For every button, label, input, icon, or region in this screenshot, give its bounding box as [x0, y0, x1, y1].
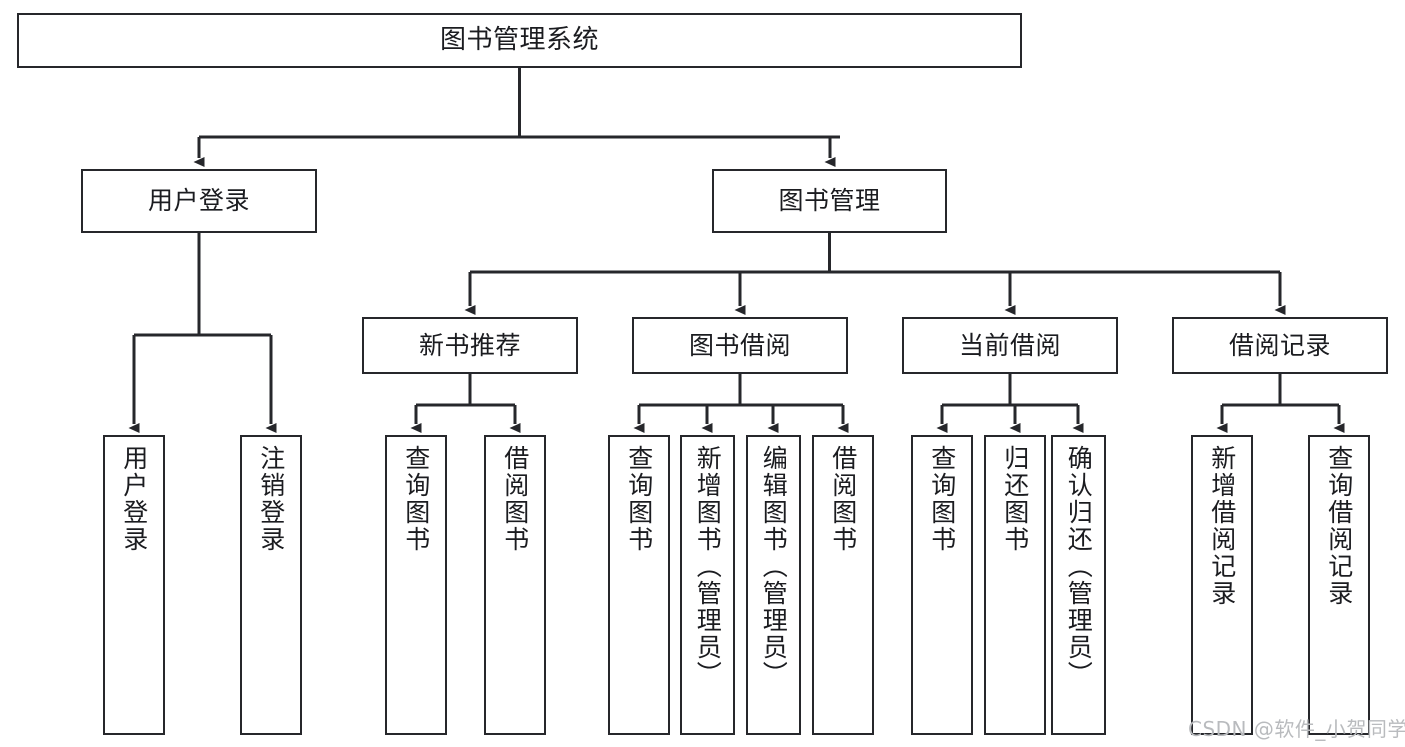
leaf-confirm-return-label: 确认归还（管理员）: [1064, 445, 1094, 688]
node-borrow-record[interactable]: 借阅记录: [1172, 317, 1388, 374]
leaf-query-book-1-label: 查询图书: [401, 445, 431, 553]
node-user-login-label: 用户登录: [147, 186, 250, 216]
node-current-borrow[interactable]: 当前借阅: [902, 317, 1118, 374]
node-borrow-record-label: 借阅记录: [1228, 330, 1331, 360]
leaf-edit-book-label: 编辑图书（管理员）: [759, 445, 789, 688]
leaf-add-borrow-record-label: 新增借阅记录: [1207, 445, 1237, 607]
node-new-book-recommend-label: 新书推荐: [418, 330, 521, 360]
leaf-query-book-2[interactable]: 查询图书: [608, 435, 670, 735]
leaf-query-book-3-label: 查询图书: [927, 445, 957, 553]
leaf-return-book-label: 归还图书: [1000, 445, 1030, 553]
leaf-query-book-3[interactable]: 查询图书: [911, 435, 973, 735]
watermark: CSDN @软件_小贺同学: [1188, 717, 1405, 741]
leaf-user-login-label: 用户登录: [119, 445, 149, 553]
leaf-logout-label: 注销登录: [256, 445, 286, 553]
leaf-query-borrow-record-label: 查询借阅记录: [1324, 445, 1354, 607]
leaf-confirm-return[interactable]: 确认归还（管理员）: [1051, 435, 1106, 735]
leaf-add-borrow-record[interactable]: 新增借阅记录: [1191, 435, 1253, 735]
leaf-query-book-2-label: 查询图书: [624, 445, 654, 553]
node-root-label: 图书管理系统: [439, 25, 599, 56]
node-book-manage[interactable]: 图书管理: [712, 169, 947, 233]
leaf-edit-book[interactable]: 编辑图书（管理员）: [746, 435, 801, 735]
leaf-add-book[interactable]: 新增图书（管理员）: [680, 435, 735, 735]
node-new-book-recommend[interactable]: 新书推荐: [362, 317, 578, 374]
node-current-borrow-label: 当前借阅: [958, 330, 1061, 360]
leaf-logout[interactable]: 注销登录: [240, 435, 302, 735]
node-user-login[interactable]: 用户登录: [81, 169, 317, 233]
node-root[interactable]: 图书管理系统: [17, 13, 1022, 68]
leaf-return-book[interactable]: 归还图书: [984, 435, 1046, 735]
leaf-borrow-book-1-label: 借阅图书: [500, 445, 530, 553]
leaf-user-login[interactable]: 用户登录: [103, 435, 165, 735]
node-book-borrow-label: 图书借阅: [688, 330, 791, 360]
node-book-borrow[interactable]: 图书借阅: [632, 317, 848, 374]
leaf-borrow-book-1[interactable]: 借阅图书: [484, 435, 546, 735]
leaf-query-borrow-record[interactable]: 查询借阅记录: [1308, 435, 1370, 735]
node-book-manage-label: 图书管理: [778, 186, 881, 216]
leaf-borrow-book-2[interactable]: 借阅图书: [812, 435, 874, 735]
leaf-add-book-label: 新增图书（管理员）: [693, 445, 723, 688]
leaf-borrow-book-2-label: 借阅图书: [828, 445, 858, 553]
leaf-query-book-1[interactable]: 查询图书: [385, 435, 447, 735]
